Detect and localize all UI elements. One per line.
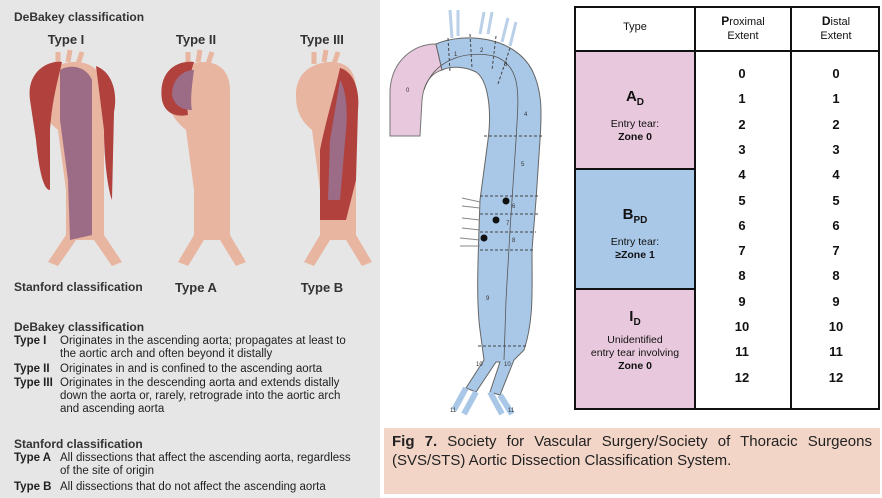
proximal-value: 11	[696, 344, 788, 359]
legend-debakey-heading: DeBakey classification	[14, 320, 144, 334]
distal-value: 12	[790, 370, 882, 385]
distal-value: 3	[790, 142, 882, 157]
type-b-label: Type B	[282, 280, 362, 295]
proximal-value: 5	[696, 193, 788, 208]
aorta-type-i	[30, 50, 122, 266]
type-a-label: Type A	[156, 280, 236, 295]
proximal-value: 2	[696, 117, 788, 132]
zone-label-11a: 11	[450, 408, 457, 414]
distal-value: 4	[790, 167, 882, 182]
distal-value: 10	[790, 319, 882, 334]
proximal-value: 7	[696, 243, 788, 258]
stanford-heading: Stanford classification	[14, 280, 143, 294]
distal-value: 5	[790, 193, 882, 208]
proximal-value: 6	[696, 218, 788, 233]
aorta-zone-svg: 0 1 2 3 4 5 6 7 8 9 10 10 11 11	[384, 0, 574, 430]
aorta-type-ii	[161, 50, 246, 266]
aorta-body	[436, 38, 541, 395]
aorta-type-iii	[296, 50, 372, 266]
zone-label-11b: 11	[508, 408, 515, 414]
row-type-ad: AD Entry tear:Zone 0	[576, 52, 694, 170]
aorta-illustrations	[0, 0, 380, 280]
caption-label: Fig 7.	[392, 433, 437, 450]
proximal-value: 12	[696, 370, 788, 385]
proximal-value: 4	[696, 167, 788, 182]
proximal-value: 1	[696, 91, 788, 106]
row-type-bpd: BPD Entry tear:≥Zone 1	[576, 170, 694, 290]
caption-text: Society for Vascular Surgery/Society of …	[392, 433, 872, 469]
distal-value: 7	[790, 243, 882, 258]
proximal-value: 8	[696, 268, 788, 283]
proximal-value: 9	[696, 294, 788, 309]
proximal-value: 10	[696, 319, 788, 334]
zone-label-10a: 10	[476, 362, 483, 368]
zone-label-10b: 10	[504, 362, 511, 368]
distal-value: 6	[790, 218, 882, 233]
aortic-zone-diagram: 0 1 2 3 4 5 6 7 8 9 10 10 11 11	[384, 0, 574, 430]
distal-value: 1	[790, 91, 882, 106]
distal-value: 2	[790, 117, 882, 132]
distal-value: 9	[790, 294, 882, 309]
legend-stanford-heading: Stanford classification	[14, 437, 143, 451]
header-type: Type	[576, 20, 694, 34]
debakey-stanford-panel: DeBakey classification Type I Type II Ty…	[0, 0, 380, 498]
distal-value: 11	[790, 344, 882, 359]
distal-value: 0	[790, 66, 882, 81]
distal-value: 8	[790, 268, 882, 283]
proximal-value: 0	[696, 66, 788, 81]
figure-caption: Fig 7. Society for Vascular Surgery/Soci…	[384, 428, 880, 494]
proximal-value: 3	[696, 142, 788, 157]
